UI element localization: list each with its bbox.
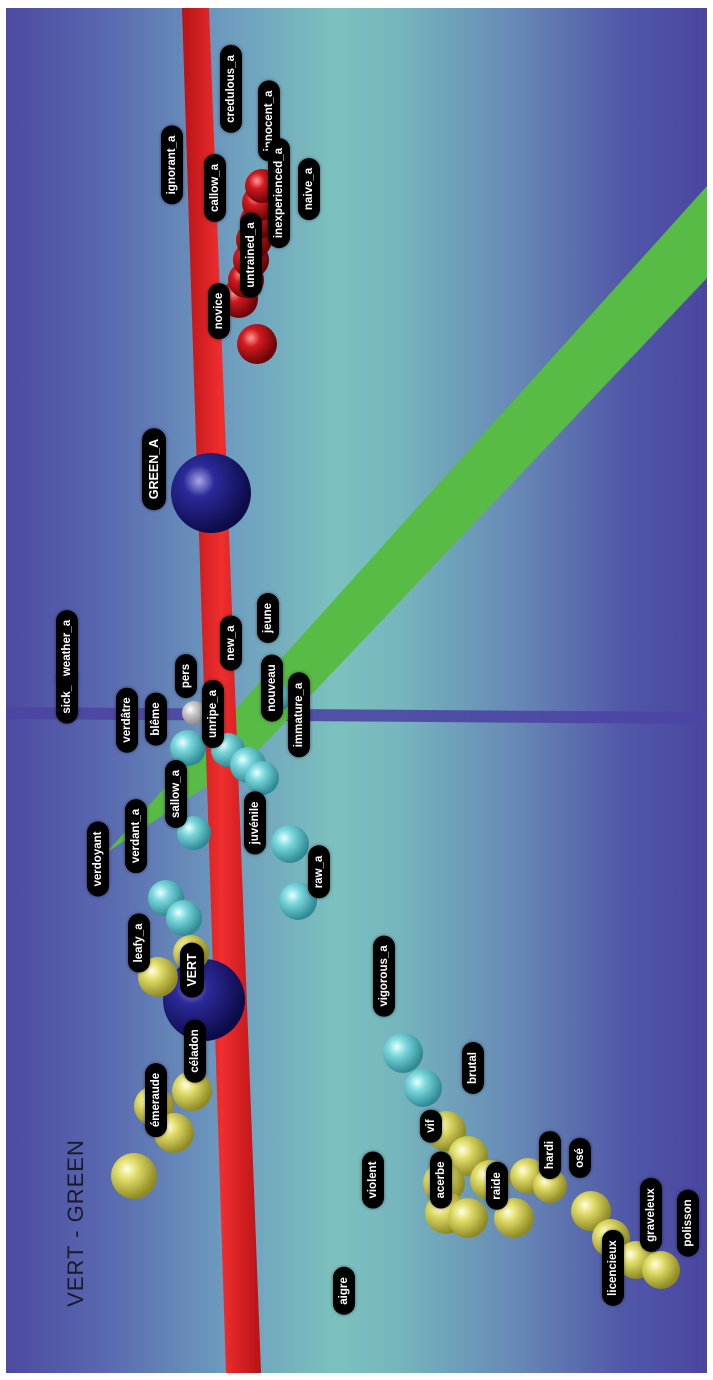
label-violent[interactable]: violent: [362, 1151, 384, 1209]
label-raw-a[interactable]: raw_a: [308, 845, 330, 899]
label-acerbe[interactable]: acerbe: [430, 1151, 452, 1209]
label-immature-a[interactable]: immature_a: [288, 672, 310, 758]
label-green-a[interactable]: GREEN_A: [142, 427, 166, 511]
label-vigorous-a[interactable]: vigorous_a: [373, 935, 395, 1017]
label-pers[interactable]: pers: [175, 653, 197, 699]
label-leafy-a[interactable]: leafy_a: [128, 913, 150, 973]
label-new-a[interactable]: new_a: [220, 615, 242, 671]
label-untrained-a[interactable]: untrained_a: [240, 212, 262, 298]
label-nouveau[interactable]: nouveau: [261, 654, 283, 722]
label-verdant-a[interactable]: verdant_a: [125, 798, 147, 874]
axes-layer: [6, 8, 707, 1373]
label-graveleux[interactable]: graveleux: [640, 1178, 662, 1252]
vertical-axis: [6, 707, 707, 724]
label-vert[interactable]: VERT: [180, 942, 204, 998]
label-verdoyant[interactable]: verdoyant: [87, 821, 109, 897]
semantic-space-view[interactable]: VERT - GREEN sick_a weather_a verdâtre b…: [6, 8, 707, 1373]
label-aigre[interactable]: aigre: [333, 1267, 355, 1315]
label-weather-a[interactable]: weather_a: [56, 609, 78, 687]
label-polisson[interactable]: polisson: [677, 1189, 699, 1257]
label-inexperienced-a[interactable]: inexperienced_a: [268, 137, 290, 249]
label-brutal[interactable]: brutal: [462, 1042, 484, 1094]
label-vif[interactable]: vif: [420, 1109, 442, 1143]
label-ignorant-a[interactable]: ignorant_a: [161, 125, 183, 205]
label-novice[interactable]: novice: [208, 282, 230, 340]
label-naive-a[interactable]: naive_a: [298, 157, 320, 221]
label-jeune[interactable]: jeune: [257, 592, 279, 644]
label-unripe-a[interactable]: unripe_a: [202, 680, 224, 748]
cyan-sphere-cluster: [148, 683, 442, 1107]
green-axis: [106, 186, 707, 853]
green-a-hub-sphere: [171, 453, 251, 533]
label-credulous-a[interactable]: credulous_a: [220, 45, 242, 133]
yellow-sphere-cluster: [111, 935, 680, 1289]
label-hardi[interactable]: hardi: [539, 1130, 561, 1180]
label-verdatre[interactable]: verdâtre: [116, 687, 138, 753]
label-ose[interactable]: osé: [569, 1138, 591, 1178]
label-sallow-a[interactable]: sallow_a: [165, 760, 187, 828]
grey-sphere: [182, 701, 206, 725]
label-juvenile[interactable]: juvénile: [244, 791, 266, 855]
label-licencieux[interactable]: licencieux: [602, 1230, 624, 1306]
label-bleme[interactable]: blême: [145, 692, 167, 746]
label-celadon[interactable]: céladon: [184, 1019, 206, 1083]
label-emeraude[interactable]: émeraude: [145, 1062, 167, 1138]
label-callow-a[interactable]: callow_a: [204, 154, 226, 222]
chart-title: VERT - GREEN: [63, 1139, 88, 1307]
label-raide[interactable]: raide: [486, 1162, 508, 1210]
